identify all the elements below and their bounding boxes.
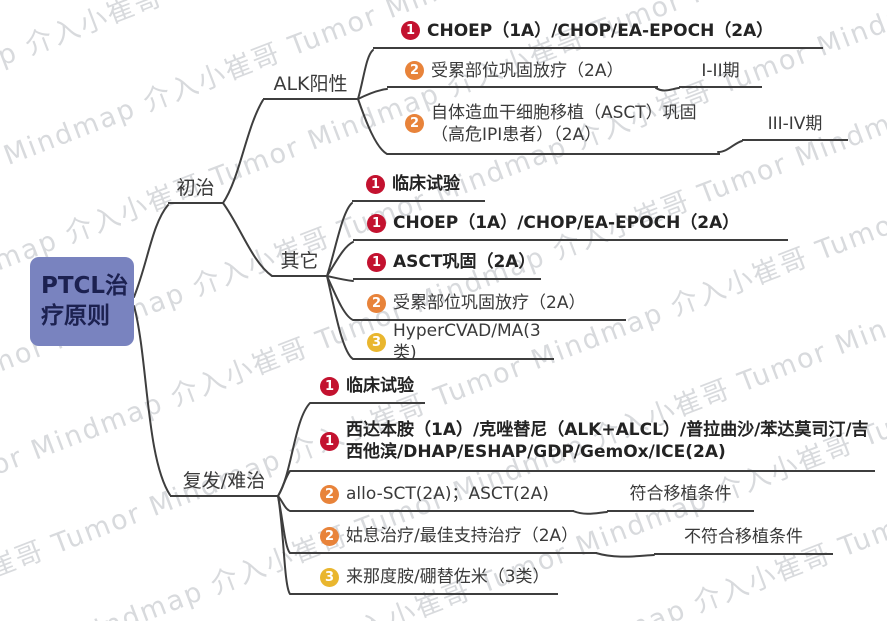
priority-1-badge: 1 [367,252,386,272]
node-text: 自体造血干细胞移植（ASCT）巩固（高危IPI患者）（2A） [431,102,697,145]
priority-2-badge: 2 [367,293,386,313]
priority-3-badge: 3 [320,567,339,587]
qita-option-choep[interactable]: 1 CHOEP（1A）/CHOP/EA-EPOCH（2A） [353,209,788,241]
node-text: allo-SCT(2A)；ASCT(2A) [346,484,549,504]
stage-label-1-2[interactable]: I-II期 [679,57,762,88]
priority-3-badge: 3 [367,332,386,352]
node-text: HyperCVAD/MA(3类) [393,321,541,363]
fufa-option-palliative[interactable]: 2 姑息治疗/最佳支持治疗（2A） [290,522,597,554]
priority-1-badge: 1 [367,213,386,233]
qita-option-asct[interactable]: 1 ASCT巩固（2A） [353,248,541,280]
node-text: 不符合移植条件 [684,527,803,547]
node-text: I-II期 [701,60,740,81]
fufa-option-lenalidomide[interactable]: 3 来那度胺/硼替佐米（3类） [290,563,558,595]
branch-alk-positive[interactable]: ALK阳性 [263,68,358,100]
qita-option-radiotherapy[interactable]: 2 受累部位巩固放疗（2A） [353,289,626,321]
node-text: 临床试验 [346,376,414,396]
node-text: 受累部位巩固放疗（2A） [431,60,624,81]
stage-label-3-4[interactable]: III-IV期 [742,110,848,141]
priority-1-badge: 1 [320,376,339,396]
fufa-option-allo-sct[interactable]: 2 allo-SCT(2A)；ASCT(2A) [290,480,574,512]
node-text: 受累部位巩固放疗（2A） [393,293,586,313]
priority-2-badge: 2 [405,114,424,133]
branch-fufa-nanzhi[interactable]: 复发/难治 [170,465,278,497]
alk-option-radiotherapy[interactable]: 2 受累部位巩固放疗（2A） [387,57,658,88]
branch-label: 其它 [280,249,319,272]
priority-1-badge: 1 [401,21,420,40]
branch-chuzhi[interactable]: 初治 [168,172,223,204]
label-transplant-eligible[interactable]: 符合移植条件 [607,480,754,512]
alk-option-choep[interactable]: 1 CHOEP（1A）/CHOP/EA-EPOCH（2A） [373,16,823,49]
branch-qita[interactable]: 其它 [272,245,327,277]
qita-option-clinical-trial[interactable]: 1 临床试验 [352,170,485,202]
node-text: III-IV期 [767,113,823,134]
branch-label: ALK阳性 [273,72,348,95]
priority-2-badge: 2 [320,526,339,546]
branch-label: 初治 [176,176,215,199]
node-text: CHOEP（1A）/CHOP/EA-EPOCH（2A） [393,213,740,233]
node-text: 西达本胺（1A）/克唑替尼（ALK+ALCL）/普拉曲沙/苯达莫司汀/吉西他滨/… [346,420,869,462]
qita-option-hypercvad[interactable]: 3 HyperCVAD/MA(3类) [353,321,554,363]
branch-label: 复发/难治 [182,469,266,492]
node-text: 符合移植条件 [629,484,732,504]
node-text: 临床试验 [392,174,460,194]
node-text: 来那度胺/硼替佐米（3类） [346,567,550,587]
fufa-option-chidamide[interactable]: 1 西达本胺（1A）/克唑替尼（ALK+ALCL）/普拉曲沙/苯达莫司汀/吉西他… [290,414,875,472]
alk-option-asct[interactable]: 2 自体造血干细胞移植（ASCT）巩固（高危IPI患者）（2A） [387,96,720,155]
priority-2-badge: 2 [405,61,424,80]
node-text: ASCT巩固（2A） [393,252,536,272]
priority-1-badge: 1 [320,431,339,451]
priority-2-badge: 2 [320,484,339,504]
fufa-option-clinical-trial[interactable]: 1 临床试验 [310,372,425,404]
node-text: CHOEP（1A）/CHOP/EA-EPOCH（2A） [427,20,774,41]
node-text: 姑息治疗/最佳支持治疗（2A） [346,526,579,546]
label-transplant-ineligible[interactable]: 不符合移植条件 [654,523,833,555]
root-topic[interactable]: PTCL治疗原则 [30,257,134,346]
priority-1-badge: 1 [366,174,385,194]
